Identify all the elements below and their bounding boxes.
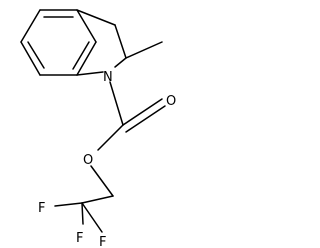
benzene-ring bbox=[20, 9, 97, 76]
trifluoroethyl-chain bbox=[54, 165, 114, 233]
carbamate-group bbox=[97, 81, 166, 151]
atom-fluorine-bottom: F bbox=[76, 231, 83, 246]
atom-carbonyl-oxygen: O bbox=[166, 94, 176, 109]
atom-nitrogen: N bbox=[103, 70, 113, 85]
chemical-structure: N O O F F F bbox=[20, 9, 176, 248]
pyrrolidine-ring bbox=[76, 9, 127, 76]
atom-fluorine-left: F bbox=[38, 201, 45, 216]
atom-ester-oxygen: O bbox=[83, 153, 93, 168]
atom-fluorine-right: F bbox=[99, 235, 106, 248]
methyl-bond bbox=[125, 41, 163, 59]
